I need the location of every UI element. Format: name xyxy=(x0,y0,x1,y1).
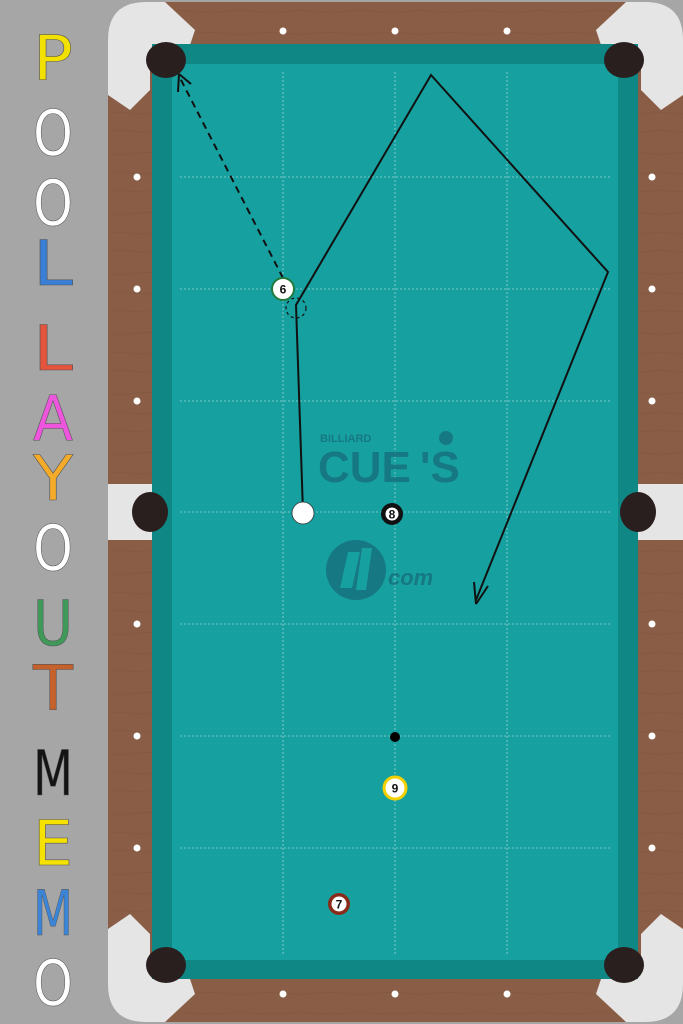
watermark-logo: BILLIARD CUE 'S com xyxy=(318,431,460,600)
arrowhead-icon xyxy=(473,581,489,605)
title-letter: T xyxy=(32,652,74,725)
ball-8-number: 8 xyxy=(389,508,396,522)
ghost-ball-icon xyxy=(285,297,307,319)
title-letter: O xyxy=(33,167,73,240)
ball-9-number: 9 xyxy=(392,782,399,796)
aim-path-dashed xyxy=(179,77,284,279)
title-letter: O xyxy=(33,97,73,170)
pocket-top-left xyxy=(146,42,186,78)
corner-plate-bottom-right xyxy=(596,914,683,1022)
title-letter: L xyxy=(33,312,74,385)
rail-diamonds xyxy=(133,27,656,998)
title-letter: A xyxy=(33,382,73,455)
title-letter: M xyxy=(33,877,73,950)
pocket-side-right xyxy=(620,492,656,532)
ball-9[interactable]: 9 xyxy=(382,775,408,801)
title-letter: O xyxy=(33,512,73,585)
title-letter: M xyxy=(33,737,73,810)
watermark-cue-ball-icon xyxy=(439,431,453,445)
title-letter: U xyxy=(33,587,73,660)
watermark-small-text: BILLIARD xyxy=(320,433,371,445)
aim-arrowhead-icon xyxy=(177,73,192,93)
spot-marker xyxy=(390,732,400,742)
ball-7-number: 7 xyxy=(336,898,343,912)
ball-6-number: 6 xyxy=(280,283,287,297)
cue-ball[interactable] xyxy=(291,501,315,525)
title-letter: Y xyxy=(32,442,73,515)
title-letter: O xyxy=(33,947,73,1020)
title-letter: E xyxy=(33,807,73,880)
pocket-side-left xyxy=(132,492,168,532)
pocket-bottom-left xyxy=(146,947,186,983)
ball-7[interactable]: 7 xyxy=(328,893,350,915)
pocket-top-right xyxy=(604,42,644,78)
corner-plate-top-right xyxy=(596,2,683,110)
watermark-main-text: CUE xyxy=(318,443,411,492)
ball-8[interactable]: 8 xyxy=(381,503,403,525)
title-letter: P xyxy=(33,22,73,95)
shot-path-line xyxy=(294,73,610,601)
watermark-apostrophe-s: 'S xyxy=(420,443,460,492)
watermark-sub-text: com xyxy=(388,565,433,590)
pocket-bottom-right xyxy=(604,947,644,983)
pool-table: BILLIARD CUE 'S com 6 8 xyxy=(108,2,683,1022)
corner-plate-top-left xyxy=(108,2,195,110)
ball-6[interactable]: 6 xyxy=(271,277,295,301)
watermark-d-icon xyxy=(340,548,372,590)
corner-plate-bottom-left xyxy=(108,914,195,1022)
title-letter: L xyxy=(33,227,74,300)
